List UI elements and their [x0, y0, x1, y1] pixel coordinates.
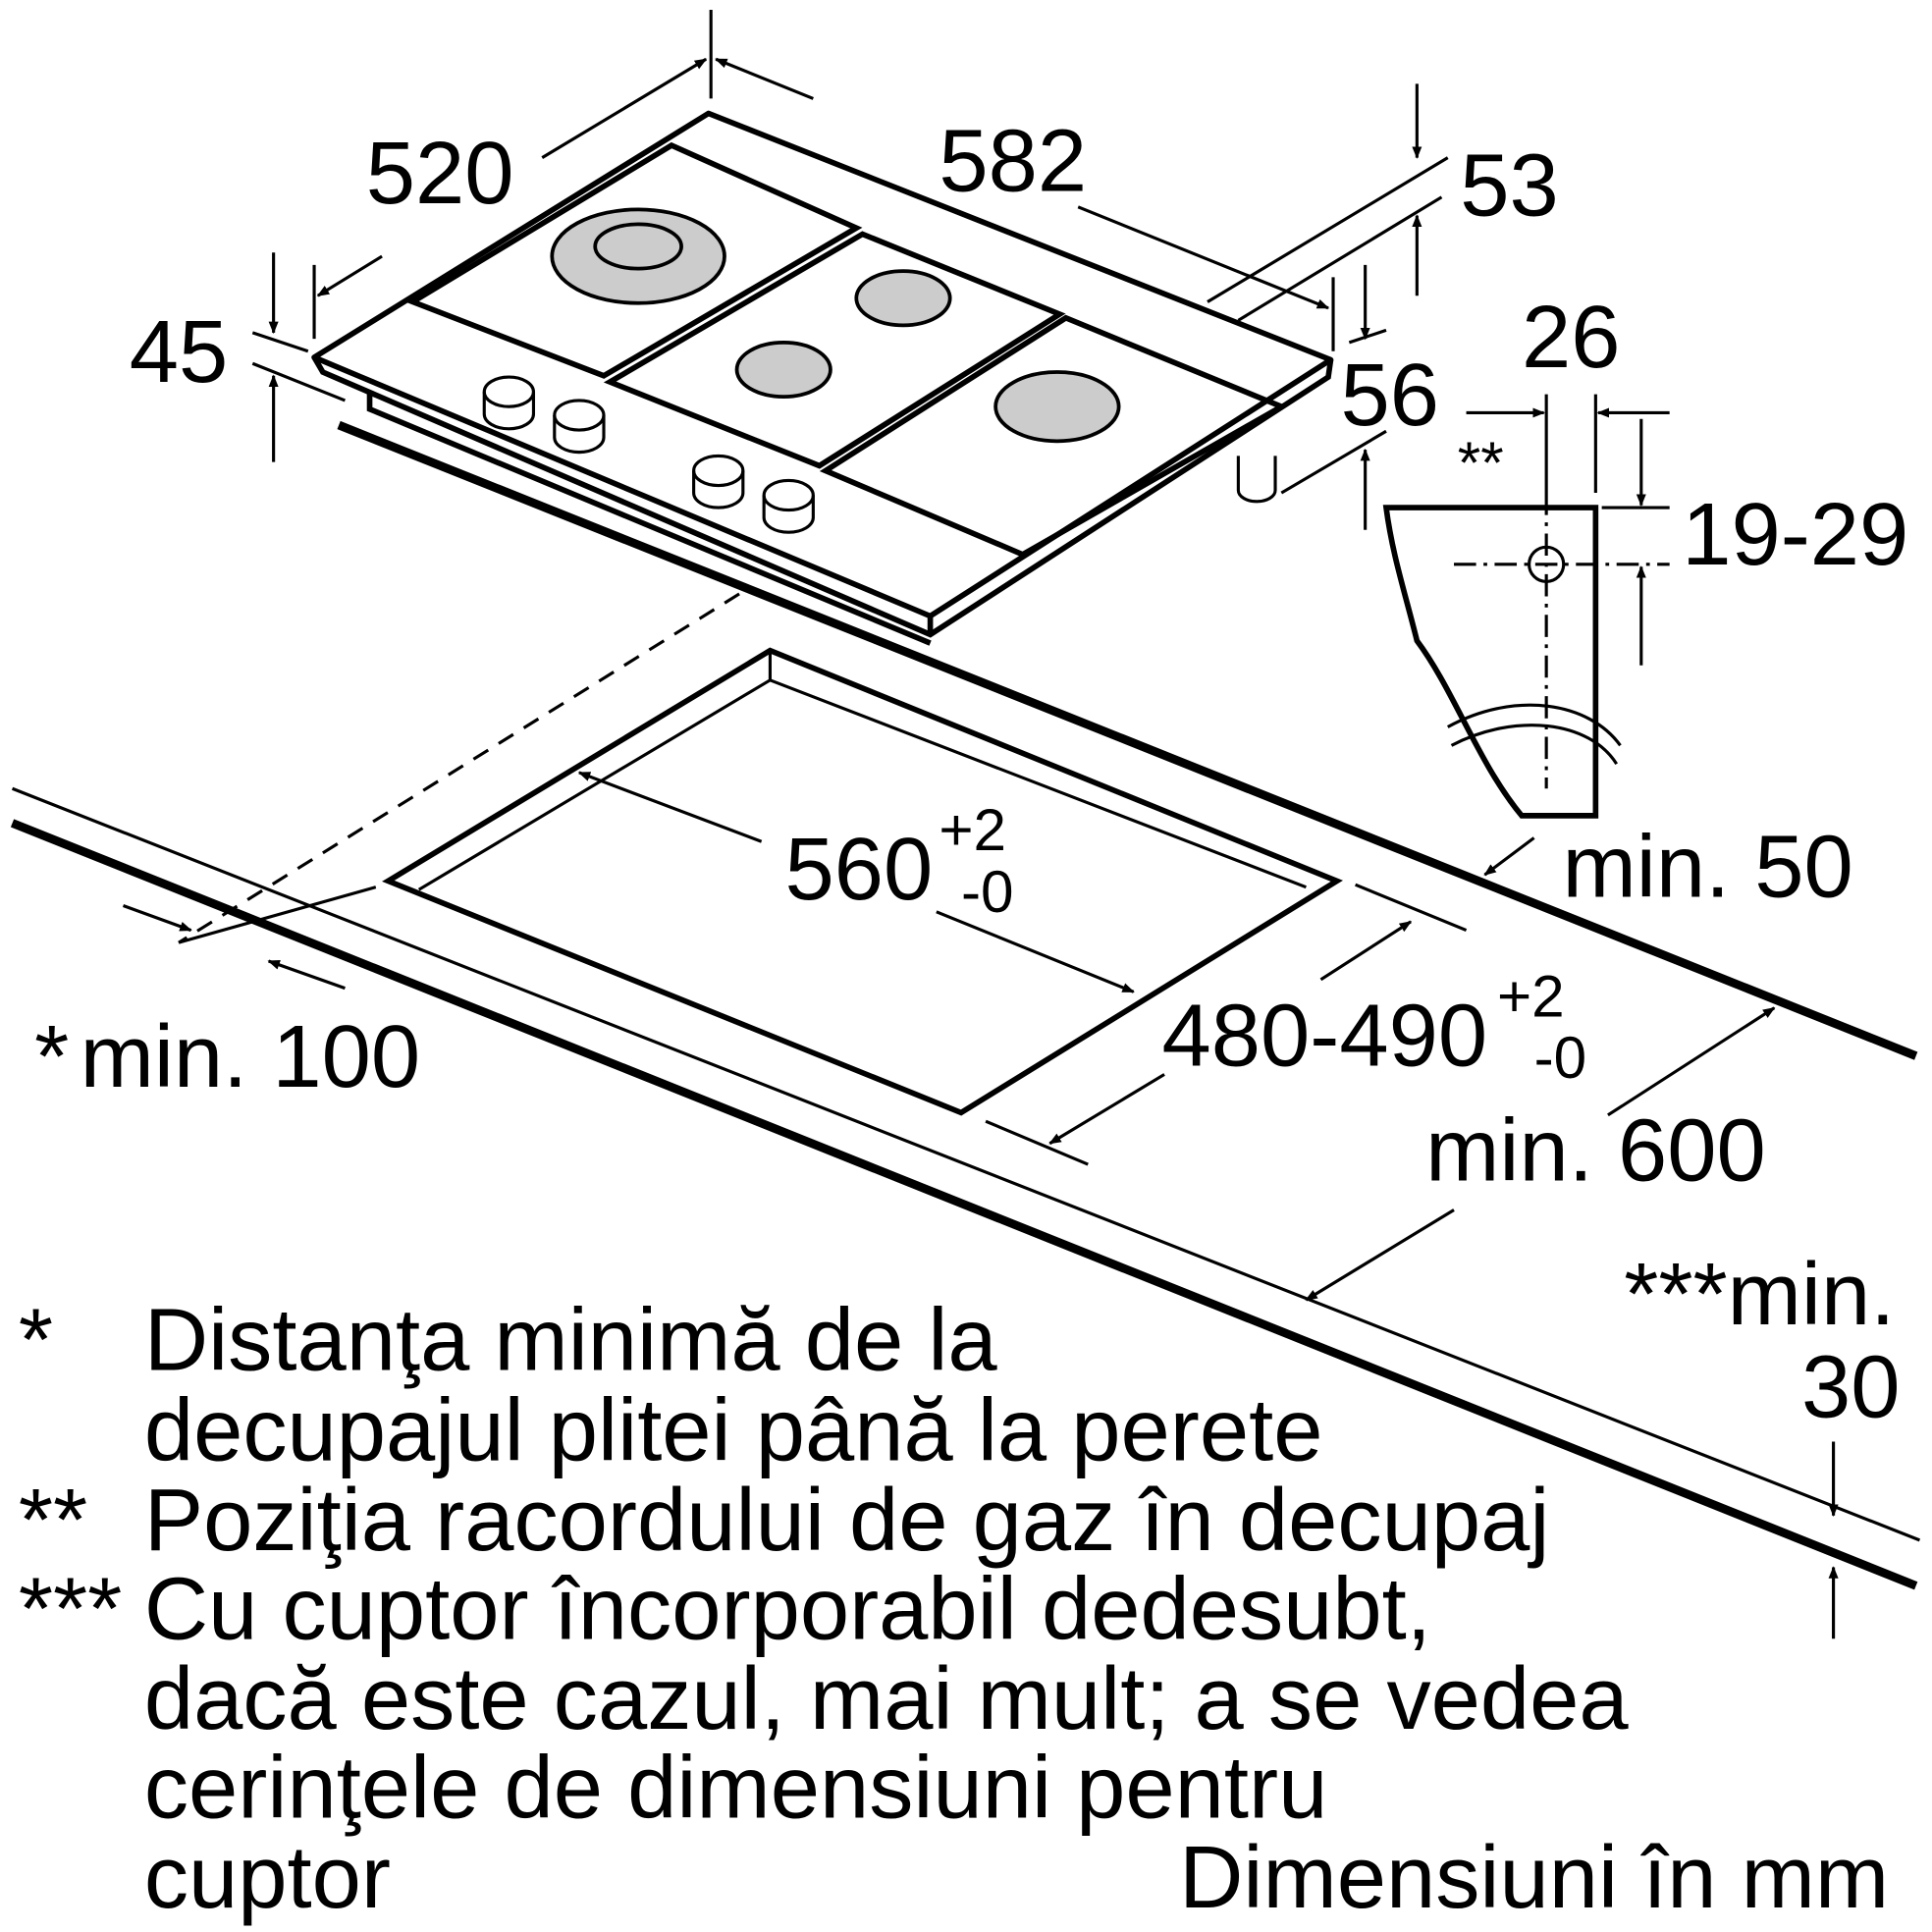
cutout — [382, 647, 1344, 1116]
legend-line: Cu cuptor încorporabil dedesubt, — [144, 1559, 1431, 1658]
dim-worktop-stars: *** — [1624, 1245, 1728, 1344]
dim-cutout-depth-tol-minus: -0 — [1534, 1024, 1587, 1091]
burner-small-front — [734, 341, 832, 400]
dim-cutout-depth: 480-490 — [1162, 987, 1488, 1086]
dim-height-back: 53 — [1460, 136, 1559, 236]
burner-small-back — [854, 269, 952, 328]
gas-hob — [311, 110, 1334, 646]
legend-line: Distanţa minimă de la — [144, 1291, 998, 1390]
legend-line: cerinţele de dimensiuni pentru — [144, 1738, 1328, 1837]
dim-cutout-width-tol-plus: +2 — [939, 796, 1006, 863]
dim-worktop-min: min. — [1728, 1245, 1896, 1344]
burner-wok — [993, 370, 1121, 444]
dim-height-total: 56 — [1341, 346, 1440, 445]
dim-width: 582 — [939, 112, 1087, 211]
dimension-lines — [122, 10, 1839, 1639]
units-note: Dimensiuni în mm — [1179, 1828, 1889, 1927]
dim-gas-vertical: 19-29 — [1682, 485, 1908, 584]
legend-line: dacă este cazul, mai mult; a se vedea — [144, 1649, 1630, 1748]
dim-gas-horizontal: 26 — [1522, 288, 1621, 387]
dim-wall-back: min. 50 — [1562, 818, 1852, 917]
gas-connection-detail — [1382, 394, 1670, 819]
gas-marker: ** — [1458, 429, 1504, 496]
gas-connector — [1236, 456, 1277, 504]
dim-wall-side-star: * — [34, 1007, 69, 1106]
dim-cutout-width-tol-minus: -0 — [961, 858, 1014, 925]
dim-worktop-thickness: 30 — [1801, 1337, 1901, 1436]
dim-height-front: 45 — [130, 302, 229, 402]
legend-line: Poziţia racordului de gaz în decupaj — [144, 1471, 1550, 1570]
legend-line: cuptor — [144, 1828, 391, 1927]
legend-marker: * — [19, 1291, 53, 1390]
legend: * Distanţa minimă de la decupajul plitei… — [19, 1291, 1630, 1927]
dim-cutout-depth-tol-plus: +2 — [1497, 962, 1565, 1029]
dim-depth: 520 — [366, 124, 514, 223]
dim-worktop-depth: min. 600 — [1425, 1100, 1766, 1200]
legend-marker: *** — [19, 1559, 123, 1658]
legend-line: decupajul plitei până la perete — [144, 1380, 1323, 1479]
worktop — [10, 420, 1921, 1590]
dim-cutout-width: 560 — [785, 820, 934, 919]
legend-marker: ** — [19, 1471, 87, 1570]
control-knobs — [482, 375, 815, 534]
dim-wall-side: min. 100 — [80, 1007, 421, 1106]
